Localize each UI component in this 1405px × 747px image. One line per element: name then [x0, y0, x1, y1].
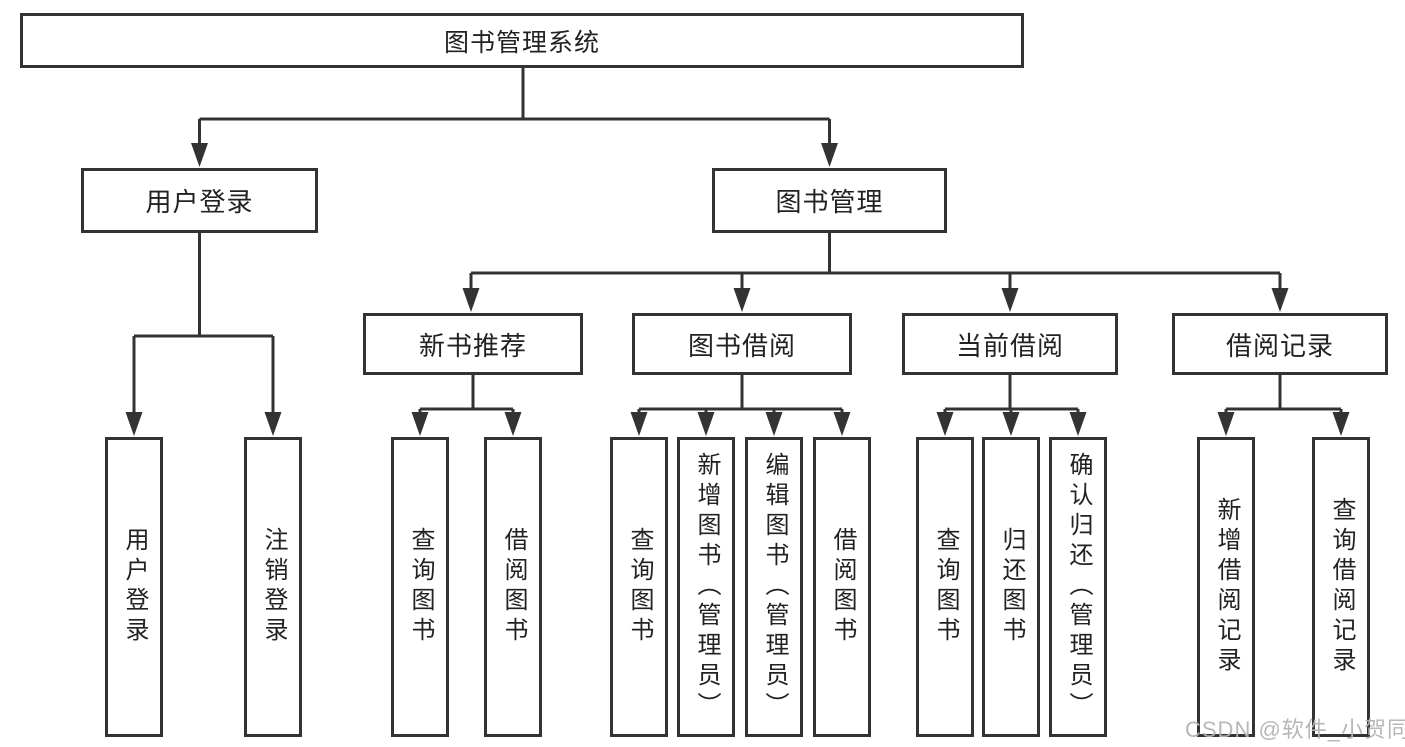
arrowheads-group [125, 143, 1350, 436]
arrowhead-down-icon [264, 412, 282, 436]
arrowhead-down-icon [125, 412, 143, 436]
node-root-system: 图书管理系统 [20, 13, 1024, 68]
arrowhead-down-icon [462, 288, 480, 312]
leaf-add-borrow-record: 新增借阅记录 [1197, 437, 1255, 737]
leaf-user-login: 用户登录 [105, 437, 163, 737]
leaf-query-books-borrow: 查询图书 [610, 437, 668, 737]
arrowhead-down-icon [504, 412, 522, 436]
leaf-query-borrow-record: 查询借阅记录 [1312, 437, 1370, 737]
node-book-management: 图书管理 [712, 168, 947, 233]
arrowhead-down-icon [1002, 412, 1020, 436]
leaf-query-books-current: 查询图书 [916, 437, 974, 737]
arrowhead-down-icon [191, 143, 208, 167]
arrowhead-down-icon [821, 143, 838, 167]
arrowhead-down-icon [936, 412, 954, 436]
leaf-edit-books-admin: 编辑图书（管理员） [745, 437, 803, 737]
arrowhead-down-icon [1332, 412, 1350, 436]
leaf-add-books-admin: 新增图书（管理员） [677, 437, 735, 737]
csdn-watermark: CSDN @软件_小贺同学 [1185, 717, 1405, 742]
arrowhead-down-icon [733, 288, 751, 312]
arrowhead-down-icon [1217, 412, 1235, 436]
leaf-confirm-return-admin: 确认归还（管理员） [1049, 437, 1107, 737]
arrowhead-down-icon [833, 412, 851, 436]
arrowhead-down-icon [765, 412, 783, 436]
arrowhead-down-icon [1271, 288, 1289, 312]
arrowhead-down-icon [1001, 288, 1019, 312]
node-current-borrowing: 当前借阅 [902, 313, 1118, 375]
node-user-login: 用户登录 [81, 168, 318, 233]
arrowhead-down-icon [411, 412, 429, 436]
node-new-book-recommendation: 新书推荐 [363, 313, 583, 375]
arrowhead-down-icon [697, 412, 715, 436]
leaf-query-books-recommend: 查询图书 [391, 437, 449, 737]
node-borrowing-records: 借阅记录 [1172, 313, 1388, 375]
leaf-logout: 注销登录 [244, 437, 302, 737]
node-book-borrowing: 图书借阅 [632, 313, 852, 375]
leaf-return-books: 归还图书 [982, 437, 1040, 737]
arrowhead-down-icon [630, 412, 648, 436]
connector-lines [132, 68, 1343, 413]
leaf-borrow-books-recommend: 借阅图书 [484, 437, 542, 737]
arrowhead-down-icon [1069, 412, 1087, 436]
leaf-borrow-books: 借阅图书 [813, 437, 871, 737]
